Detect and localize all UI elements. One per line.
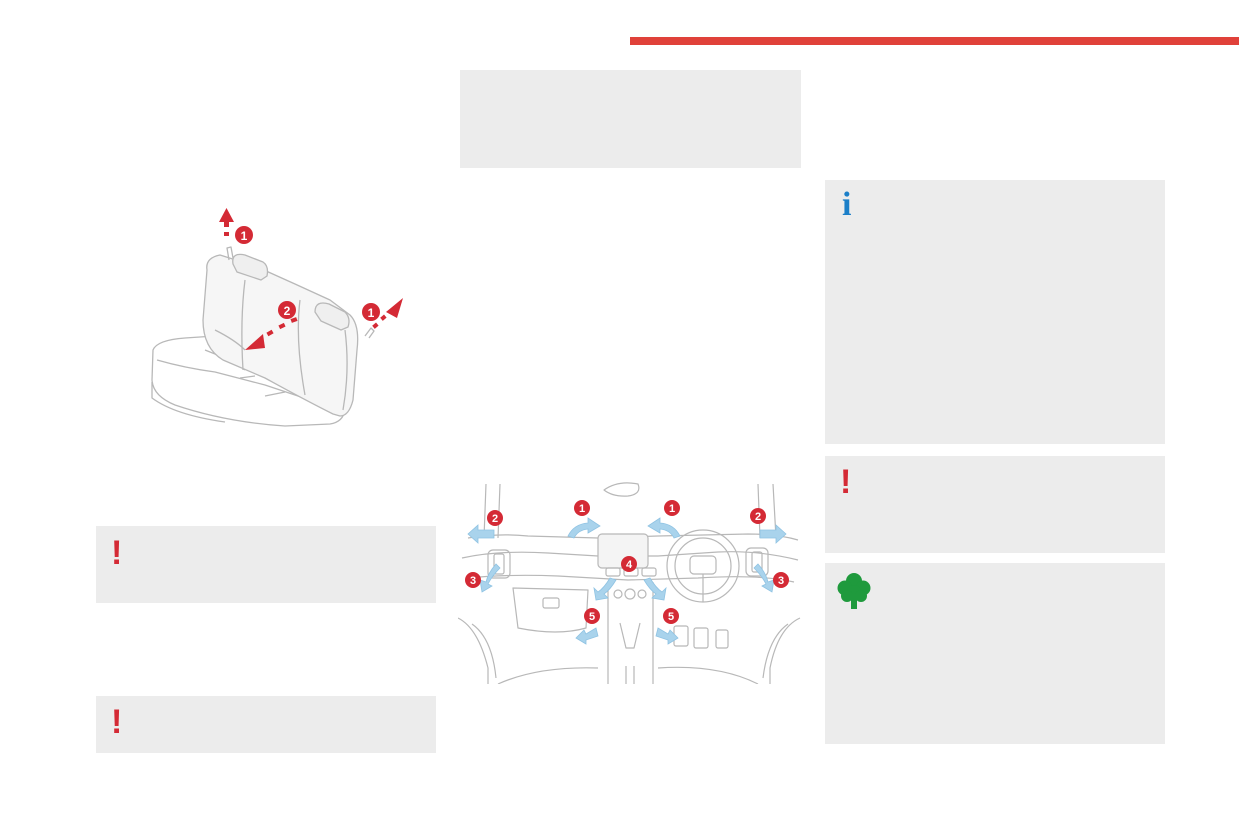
- marker-label: 3: [470, 575, 476, 587]
- info-callout: i: [825, 180, 1165, 444]
- marker-label: 1: [241, 229, 248, 243]
- marker-label: 1: [579, 503, 585, 515]
- rear-seat-folding-illustration: 1 2 1: [145, 200, 435, 435]
- warning-callout-1: !: [96, 526, 436, 603]
- marker-label: 5: [668, 611, 674, 623]
- exclamation-icon: !: [111, 703, 123, 741]
- marker-label: 1: [368, 306, 375, 320]
- warning-callout-2: !: [96, 696, 436, 753]
- exclamation-icon: !: [840, 463, 852, 501]
- tree-icon: [837, 572, 871, 615]
- marker-label: 4: [626, 559, 633, 571]
- marker-label: 2: [755, 511, 761, 523]
- dashboard-air-vents-illustration: 1 1 2 2 3 3 4 5 5: [457, 478, 803, 685]
- info-icon: i: [842, 186, 852, 223]
- marker-label: 3: [778, 575, 784, 587]
- marker-label: 5: [589, 611, 595, 623]
- warning-callout-3: !: [825, 456, 1165, 553]
- eco-callout: [825, 563, 1165, 744]
- callout-box: [460, 70, 801, 168]
- marker-label: 2: [492, 513, 498, 525]
- red-accent-bar: [630, 37, 1239, 45]
- marker-label: 2: [284, 304, 291, 318]
- marker-label: 1: [669, 503, 675, 515]
- exclamation-icon: !: [111, 534, 123, 572]
